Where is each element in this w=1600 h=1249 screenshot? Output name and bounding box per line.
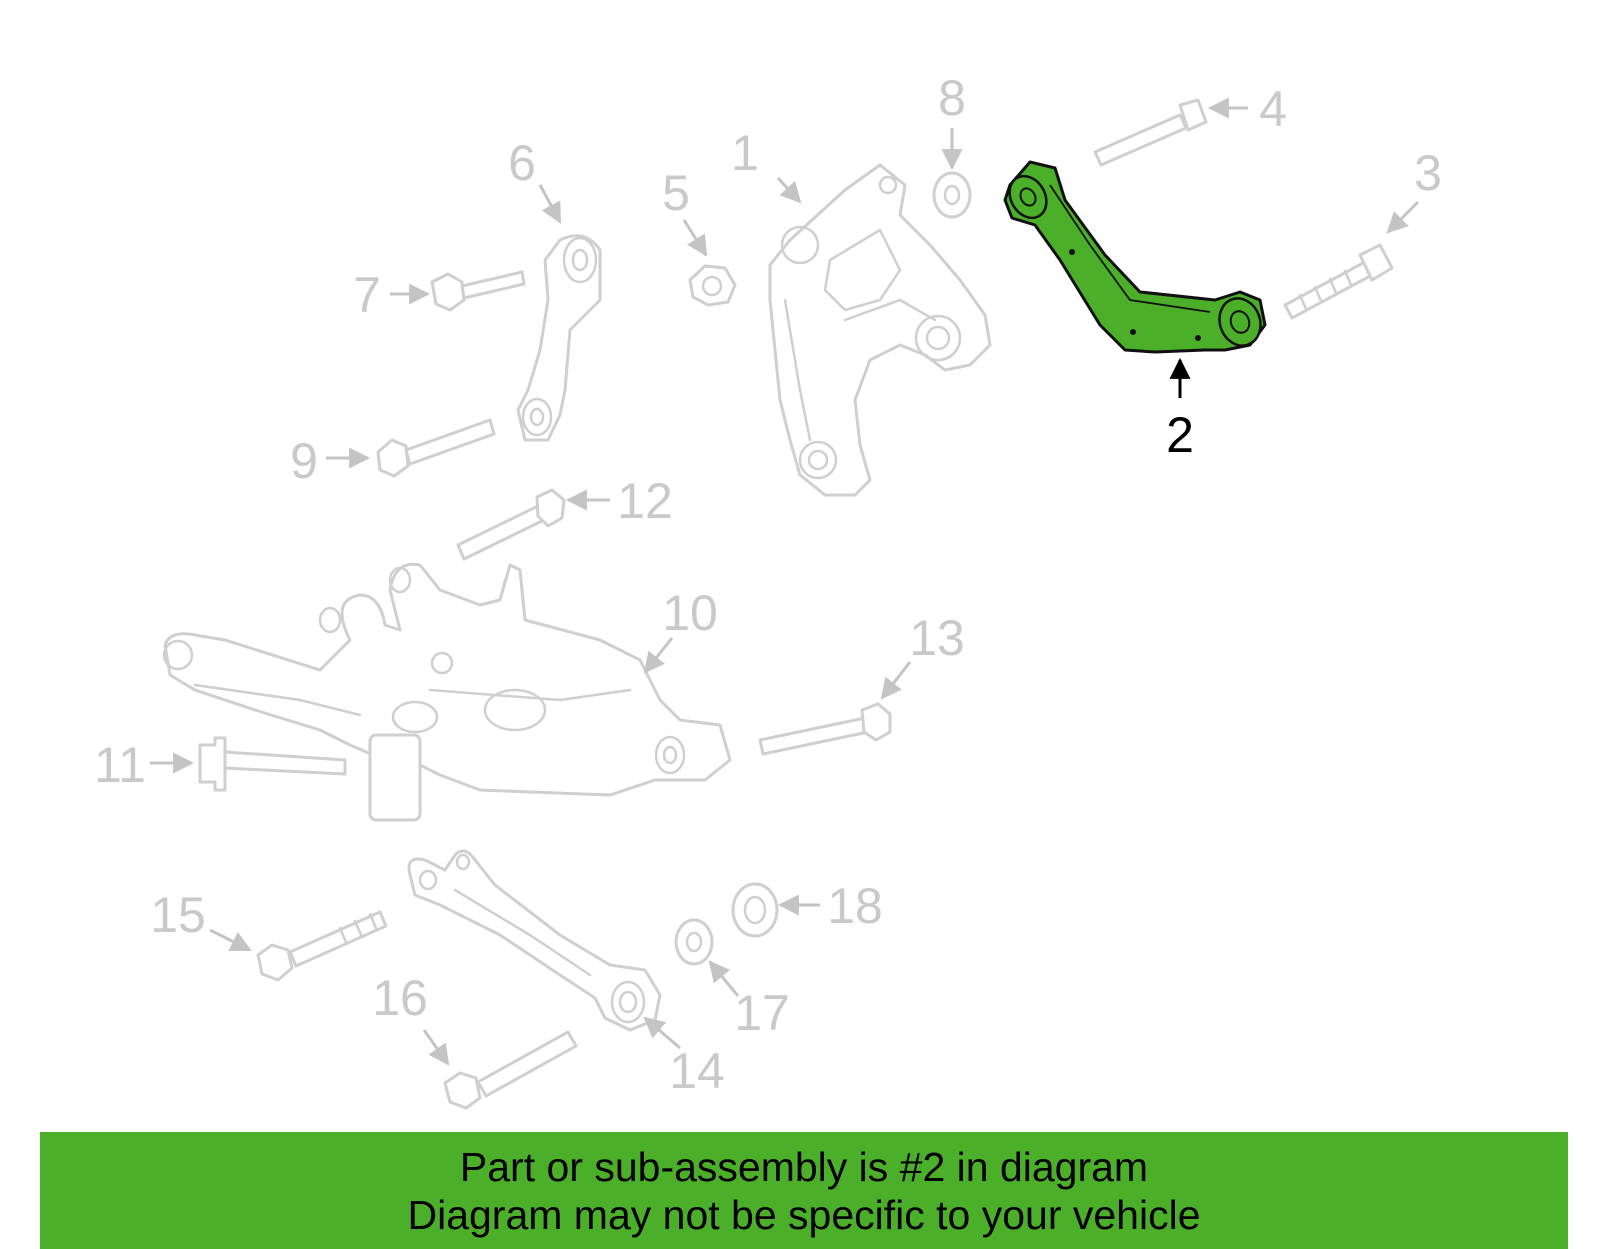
- callout-17: 17: [734, 985, 790, 1041]
- callout-11: 11: [94, 737, 146, 793]
- callout-15: 15: [150, 887, 206, 943]
- part-10-subframe: [162, 562, 732, 822]
- callout-7: 7: [353, 267, 381, 323]
- part-6-link: [516, 234, 602, 442]
- callout-4: 4: [1259, 81, 1287, 137]
- part-3-bolt: [1283, 243, 1394, 320]
- part-16-bolt: [443, 1030, 578, 1110]
- part-15-bolt: [256, 910, 388, 982]
- part-4-bolt: [1093, 98, 1208, 167]
- callout-18: 18: [827, 878, 883, 934]
- banner-line-1: Part or sub-assembly is #2 in diagram: [459, 1143, 1149, 1190]
- callout-1: 1: [731, 125, 759, 181]
- part-13-bolt: [758, 702, 892, 756]
- callout-14: 14: [669, 1043, 725, 1099]
- part-7-bolt: [430, 270, 526, 312]
- callout-13: 13: [909, 610, 965, 666]
- part-2-control-arm: [1003, 160, 1267, 354]
- callout-9: 9: [290, 433, 318, 489]
- part-9-bolt: [376, 418, 496, 478]
- part-18-nut: [731, 882, 779, 938]
- callout-16: 16: [372, 970, 428, 1026]
- part-17-washer: [674, 918, 714, 966]
- leader-lines: [150, 97, 1420, 1066]
- banner-line-2: Diagram may not be specific to your vehi…: [407, 1191, 1201, 1238]
- callout-8: 8: [938, 70, 966, 126]
- part-8-washer: [932, 171, 972, 219]
- part-5-nut: [688, 264, 737, 307]
- callout-6: 6: [508, 135, 536, 191]
- part-11-bolt: [198, 736, 347, 792]
- callout-3: 3: [1414, 145, 1442, 201]
- callout-2: 2: [1166, 407, 1194, 463]
- callout-12: 12: [617, 473, 673, 529]
- callout-10: 10: [662, 585, 718, 641]
- part-12-bolt: [456, 488, 566, 561]
- part-14-lower-link: [407, 849, 662, 1032]
- callout-5: 5: [662, 165, 690, 221]
- info-banner: Part or sub-assembly is #2 in diagram Di…: [40, 1132, 1568, 1249]
- part-1-knuckle: [768, 163, 992, 497]
